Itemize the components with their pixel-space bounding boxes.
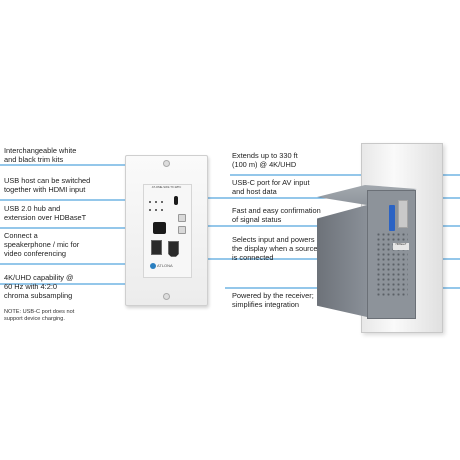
usb-b-port: [153, 222, 166, 234]
screw-top: [163, 160, 170, 167]
status-led-1: [149, 201, 151, 203]
callout-extends: Extends up to 330 ft (100 m) @ 4K/UHD: [232, 151, 298, 170]
receiver-vent-grid: [376, 232, 408, 298]
blue-cable: [389, 205, 395, 231]
callout-confirmation: Fast and easy confirmation of signal sta…: [232, 206, 321, 225]
hdmi-port: [168, 241, 179, 257]
receiver-label-tag: HDBaseT: [393, 243, 409, 250]
mounting-bracket: [398, 200, 408, 228]
note-usbc-charging: NOTE: USB-C port does not support device…: [4, 309, 75, 322]
power-button[interactable]: [178, 226, 186, 234]
callout-speakerphone: Connect a speakerphone / mic for video c…: [4, 231, 80, 259]
brand-name: ATLONA: [157, 263, 173, 269]
usb-c-port: [174, 196, 178, 205]
status-led-5: [155, 209, 157, 211]
status-led-4: [149, 209, 151, 211]
status-led-2: [155, 201, 157, 203]
receiver-box-side: [317, 205, 367, 317]
callout-4k-capability: 4K/UHD capability @ 60 Hz with 4:2:0 chr…: [4, 273, 74, 301]
callout-selects-input: Selects input and powers the display whe…: [232, 235, 318, 263]
callout-powered: Powered by the receiver; simplifies inte…: [232, 291, 314, 310]
callout-usbc-port: USB-C port for AV input and host data: [232, 178, 310, 197]
input-button[interactable]: [178, 214, 186, 222]
usb-a-port: [151, 240, 162, 255]
status-led-3: [161, 201, 163, 203]
callout-usb-host: USB host can be switched together with H…: [4, 176, 91, 195]
status-led-6: [161, 209, 163, 211]
model-label: AT-OME-SW2-TX-WPC: [151, 185, 182, 189]
brand-logo: ATLONA: [150, 263, 173, 269]
atlona-logo-icon: [150, 263, 156, 269]
callout-trim-kits: Interchangeable white and black trim kit…: [4, 146, 77, 165]
callout-usb-hub: USB 2.0 hub and extension over HDBaseT: [4, 204, 87, 223]
screw-bottom: [163, 293, 170, 300]
